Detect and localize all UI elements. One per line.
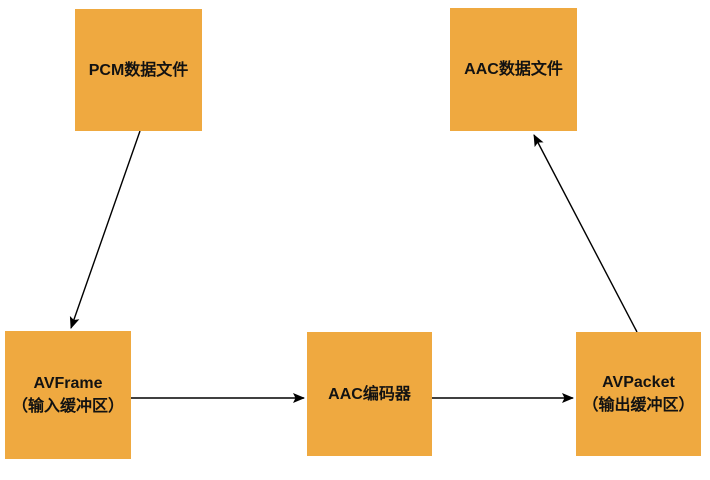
node-avframe-input-buffer: AVFrame （输入缓冲区） — [5, 331, 131, 459]
node-sublabel: （输入缓冲区） — [11, 398, 124, 415]
node-pcm-data-file: PCM数据文件 — [75, 9, 202, 131]
node-label: PCM数据文件 — [88, 61, 189, 79]
node-aac-encoder: AAC编码器 — [307, 332, 432, 456]
node-label: AAC数据文件 — [464, 61, 563, 78]
edge-avpacket-to-aac-data-file — [533, 134, 638, 333]
edge-pcm-data-file-to-avframe — [69, 130, 141, 329]
node-aac-data-file: AAC数据文件 — [450, 8, 577, 131]
node-sublabel: （输出缓冲区） — [582, 397, 695, 414]
node-label: AVFrame — [33, 375, 103, 392]
node-avpacket-output-buffer: AVPacket （输出缓冲区） — [576, 332, 701, 456]
node-label: AAC编码器 — [328, 385, 411, 403]
node-label: AVPacket — [602, 374, 675, 391]
